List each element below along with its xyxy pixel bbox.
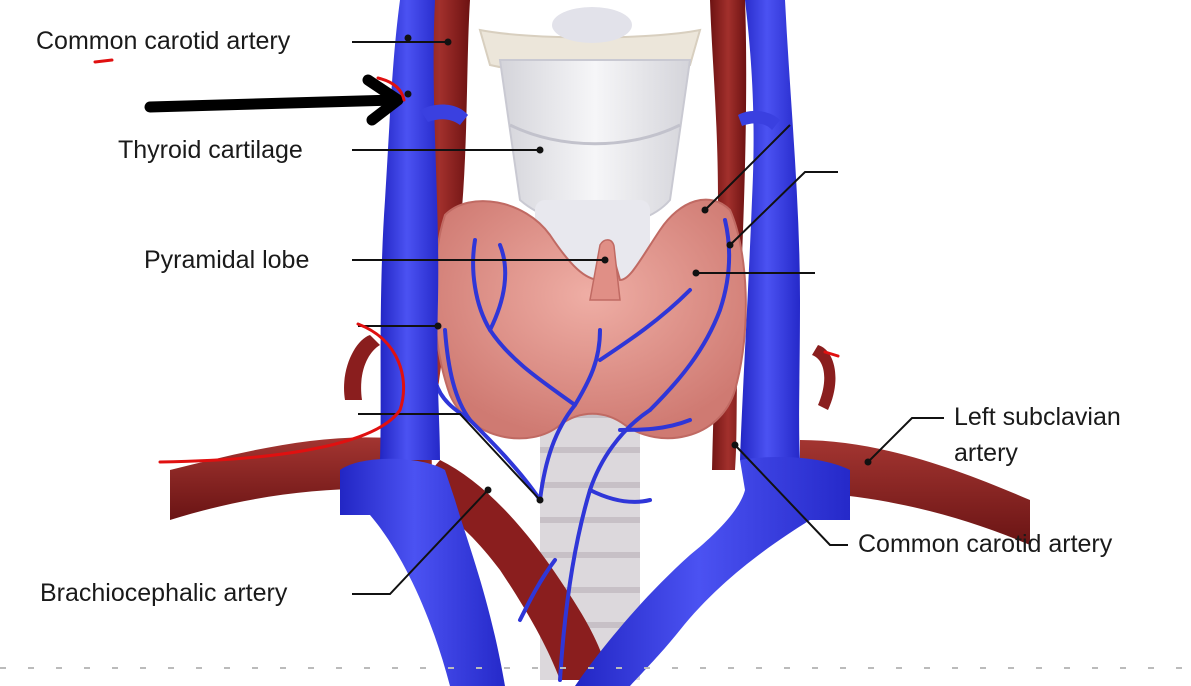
label-left-subclavian-line1: Left subclavian [954,404,1121,430]
label-left-subclavian-line2: artery [954,440,1018,466]
label-common-carotid-right: Common carotid artery [858,531,1112,557]
label-brachiocephalic: Brachiocephalic artery [40,580,287,606]
black-arrow-annotation [150,80,398,120]
label-pyramidal-lobe: Pyramidal lobe [144,247,309,273]
label-thyroid-cartilage: Thyroid cartilage [118,137,303,163]
label-common-carotid-top: Common carotid artery [36,28,290,54]
